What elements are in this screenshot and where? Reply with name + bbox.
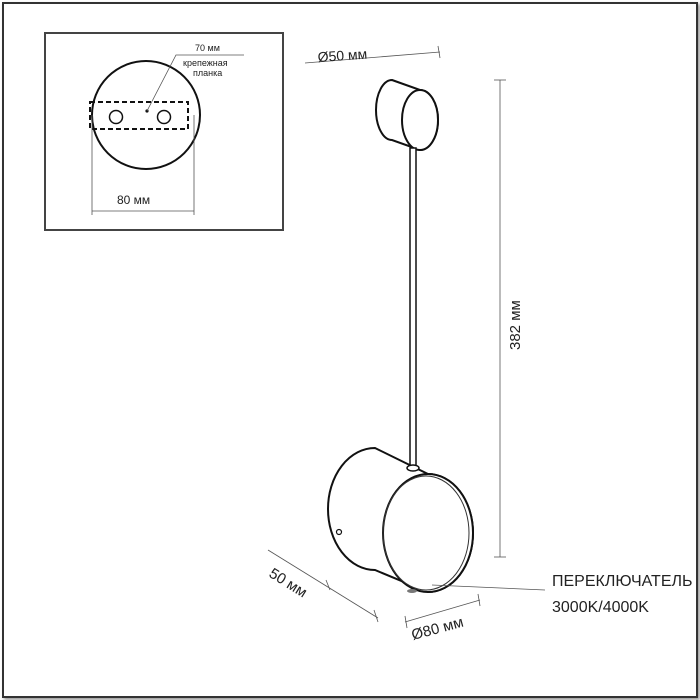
plate-label-line1: крепежная [183,58,228,68]
screw-hole-left [108,109,124,125]
mounting-inset: 70 мм крепежная планка 80 мм [44,32,284,231]
switch-callout-line2: 3000K/4000K [552,599,649,616]
base-diameter-label: 80 мм [117,193,150,207]
lamp-drawing [327,78,474,594]
mounting-plate [89,101,189,130]
screw-hole-right [156,109,172,125]
rod [409,147,417,469]
switch-icon [335,528,343,536]
top-diameter-label: Ø50 мм [317,46,368,65]
switch-callout-line1: ПЕРЕКЛЮЧАТЕЛЬ [552,573,693,590]
height-label: 382 мм [507,300,524,350]
depth-label: 50 мм [266,565,310,601]
plate-width-label: 70 мм [195,43,220,53]
top-cap-face [401,89,439,151]
plate-label-line2: планка [193,68,222,78]
